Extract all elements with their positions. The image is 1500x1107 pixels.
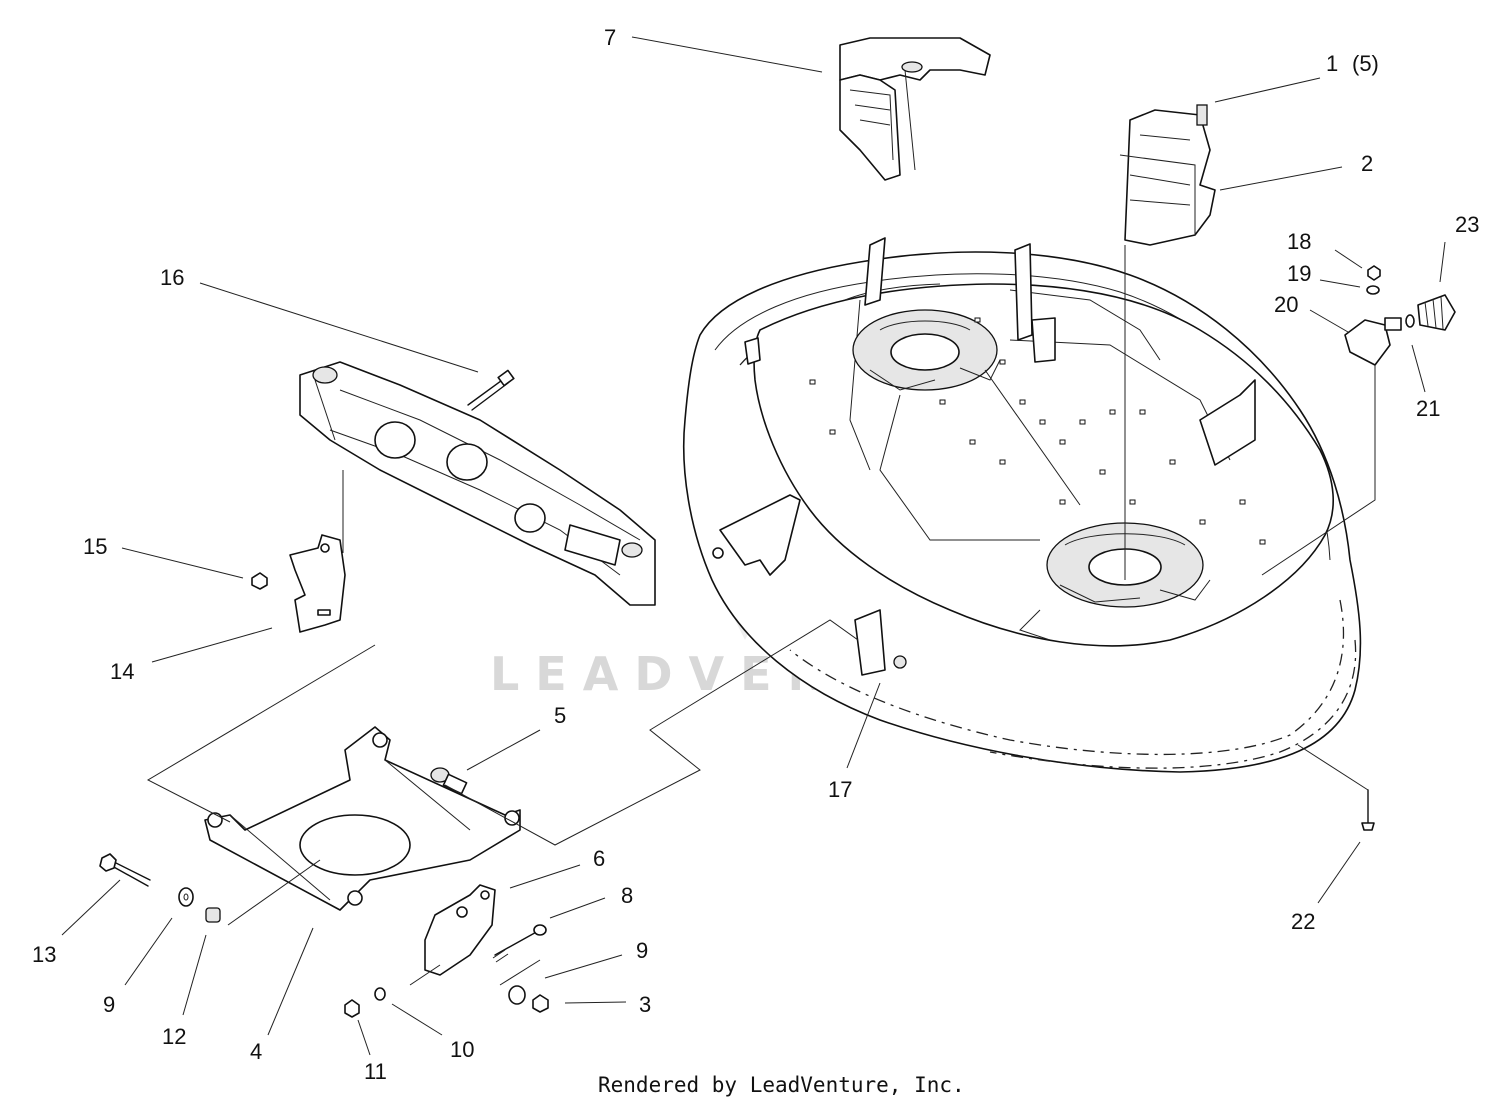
leader-lines (61, 36, 1446, 1056)
callout-13: 13 (32, 942, 56, 967)
callout-2: 2 (1361, 151, 1373, 176)
callout-7: 7 (604, 25, 616, 50)
callout-6: 6 (593, 846, 605, 871)
rod-8 (492, 924, 547, 963)
bolt-5 (430, 767, 468, 795)
callout-4: 4 (250, 1039, 262, 1064)
callout-1: 1 (1326, 51, 1338, 76)
callout-1-quantity: (5) (1352, 51, 1379, 76)
callout-17: 17 (828, 777, 852, 802)
assembly-lines (146, 245, 1376, 986)
callout-10: 10 (450, 1037, 474, 1062)
callout-12: 12 (162, 1024, 186, 1049)
callout-labels: 7 1 (5) 2 23 18 19 20 21 16 15 14 5 17 6… (32, 25, 1479, 1084)
callout-15: 15 (83, 534, 107, 559)
callout-21: 21 (1416, 396, 1440, 421)
callout-23: 23 (1455, 212, 1479, 237)
spindle-left (852, 309, 1001, 391)
footer-credit: Rendered by LeadVenture, Inc. (598, 1073, 965, 1097)
callout-3: 3 (639, 992, 651, 1017)
callout-19: 19 (1287, 261, 1311, 286)
callout-5: 5 (554, 703, 566, 728)
front-plate-4 (204, 726, 521, 911)
callout-20: 20 (1274, 292, 1298, 317)
belt-guard-7 (839, 37, 991, 181)
callout-18: 18 (1287, 229, 1311, 254)
screw-22 (1361, 789, 1375, 831)
callout-14: 14 (110, 659, 134, 684)
callout-22: 22 (1291, 909, 1315, 934)
hitch-bar (299, 361, 656, 606)
bracket-14 (251, 534, 346, 633)
deck-holes (809, 317, 1266, 545)
bolt-16 (467, 369, 515, 411)
callout-9-left: 9 (103, 992, 115, 1017)
callout-11: 11 (364, 1059, 387, 1084)
bracket-6 (424, 884, 496, 976)
callout-9-right: 9 (636, 938, 648, 963)
callout-16: 16 (160, 265, 184, 290)
small-hardware (99, 853, 549, 1018)
callout-8: 8 (621, 883, 633, 908)
belt-guard-2 (1119, 104, 1216, 246)
fitting-assembly (1344, 265, 1456, 366)
